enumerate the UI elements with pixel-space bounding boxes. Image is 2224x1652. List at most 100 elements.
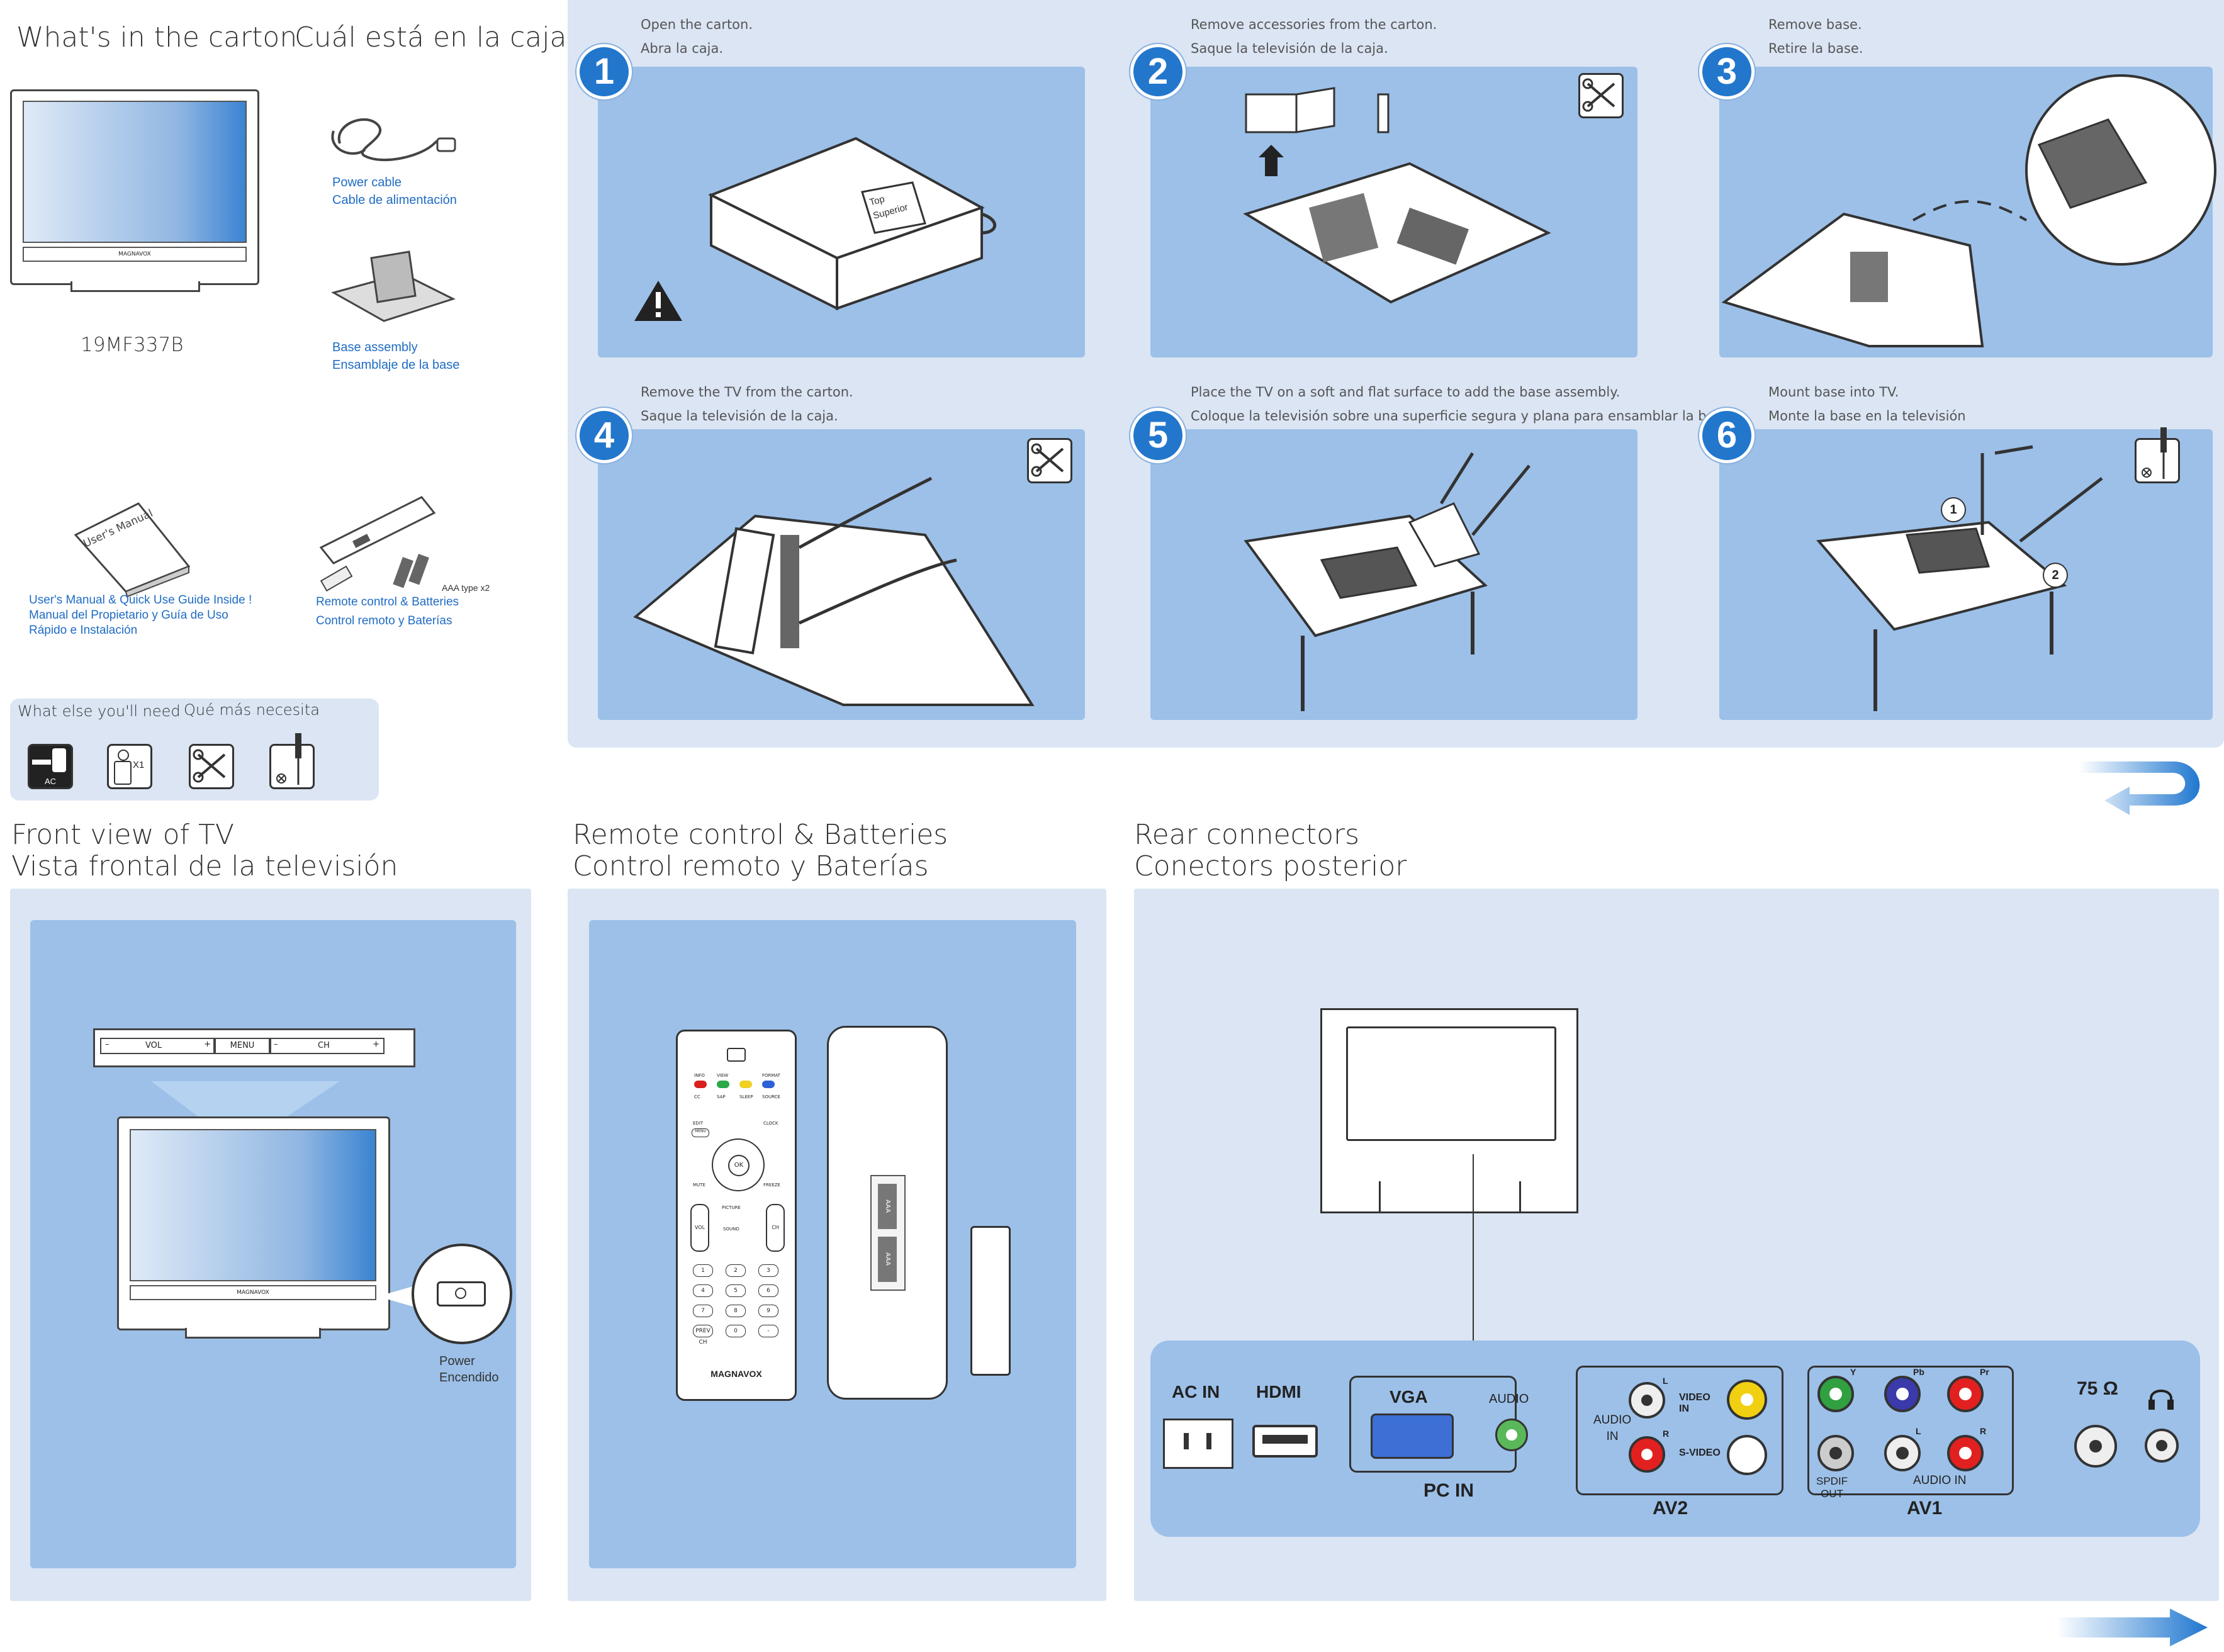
- hdmi-port[interactable]: [1252, 1425, 1318, 1458]
- ch-control[interactable]: – CH +: [269, 1038, 385, 1054]
- edit-label: EDIT: [693, 1121, 704, 1126]
- vol-rocker[interactable]: VOL: [690, 1204, 709, 1252]
- headphone-port[interactable]: [2145, 1429, 2179, 1463]
- step1-number: 1: [576, 44, 632, 99]
- step2-caption: Remove accessories from the carton.Saque…: [1191, 17, 1437, 56]
- step2-accessories-illustration: [1243, 87, 1551, 304]
- av2-l-label: L: [1663, 1376, 1668, 1386]
- return-arrow-icon: [2079, 761, 2200, 815]
- battery-2: AAA: [878, 1237, 897, 1282]
- av1-y-port[interactable]: [1817, 1376, 1854, 1412]
- pc-in-label: PC IN: [1424, 1480, 1474, 1501]
- power-button-zoom: [412, 1244, 512, 1344]
- digit-button[interactable]: 4: [693, 1284, 713, 1297]
- av1-audio-r-port[interactable]: [1947, 1435, 1984, 1471]
- blue-button[interactable]: [762, 1081, 775, 1088]
- ac-in-port[interactable]: [1163, 1419, 1233, 1469]
- av2-video-port[interactable]: [1727, 1379, 1767, 1420]
- freeze-label: FREEZE: [763, 1183, 780, 1188]
- av2-audio-r-port[interactable]: [1629, 1436, 1665, 1473]
- scissors-icon: [1027, 438, 1072, 483]
- ch-rocker[interactable]: CH: [766, 1204, 785, 1252]
- digit-button[interactable]: 9: [758, 1305, 778, 1317]
- digit-button[interactable]: 5: [726, 1284, 746, 1297]
- carton-title-en: What's in the carton: [16, 21, 298, 53]
- remote-power-button[interactable]: [727, 1048, 746, 1062]
- connector-leader-line: [1473, 1154, 1474, 1340]
- step1-carton-illustration: [708, 137, 997, 311]
- step6-number: 6: [1699, 408, 1755, 463]
- antenna-port[interactable]: [2074, 1425, 2117, 1468]
- menu-button[interactable]: MENU: [213, 1038, 271, 1054]
- next-arrow-icon: [2057, 1609, 2208, 1646]
- power-icon: [455, 1288, 466, 1299]
- av1-l-label: L: [1916, 1426, 1921, 1436]
- y-label: Y: [1850, 1367, 1856, 1377]
- mute-label: MUTE: [693, 1183, 705, 1188]
- remote-menu-button[interactable]: MENU: [692, 1128, 709, 1137]
- ac-in-label: AC IN: [1172, 1382, 1220, 1402]
- av2-r-label: R: [1663, 1429, 1670, 1439]
- step4-caption: Remove the TV from the carton.Saque la t…: [641, 385, 853, 424]
- headphone-icon: [2148, 1390, 2174, 1410]
- person-icon: X1: [107, 744, 152, 789]
- ok-button[interactable]: OK: [728, 1155, 750, 1176]
- digit-button[interactable]: PREV CH: [693, 1325, 713, 1346]
- red-button[interactable]: [694, 1081, 707, 1088]
- digit-button[interactable]: 8: [726, 1305, 746, 1317]
- av1-pb-port[interactable]: [1884, 1376, 1921, 1412]
- carton-title-es: Cuál está en la caja: [295, 21, 567, 53]
- step1-caption: Open the carton.Abra la caja.: [641, 17, 753, 56]
- vol-control[interactable]: – VOL +: [100, 1038, 216, 1054]
- screwdriver-icon: [2135, 427, 2180, 483]
- av1-audio-l-port[interactable]: [1884, 1435, 1921, 1471]
- digit-button[interactable]: 0: [726, 1325, 746, 1337]
- step5-place-tv-illustration: [1244, 452, 1530, 711]
- digit-button[interactable]: 7: [693, 1305, 713, 1317]
- what-else-es: Qué más necesita: [184, 701, 320, 719]
- digit-button[interactable]: -: [758, 1325, 778, 1337]
- green-button[interactable]: [717, 1081, 729, 1088]
- step2-number: 2: [1130, 44, 1186, 99]
- ac-outlet-icon: AC: [28, 744, 73, 789]
- scissors-icon: [1578, 73, 1624, 118]
- av2-audio-l-port[interactable]: [1629, 1382, 1665, 1419]
- control-strip-projection: [151, 1081, 340, 1119]
- ohm-label: 75 Ω: [2077, 1378, 2118, 1399]
- spdif-port[interactable]: [1817, 1435, 1854, 1471]
- power-button[interactable]: [437, 1281, 486, 1306]
- tv-brand-strip: MAGNAVOX: [23, 247, 247, 262]
- step6-callout-2: 2: [2043, 563, 2068, 588]
- digit-button[interactable]: 2: [726, 1264, 746, 1277]
- step5-caption: Place the TV on a soft and flat surface …: [1191, 385, 1734, 424]
- av1-pr-port[interactable]: [1947, 1376, 1984, 1412]
- hdmi-label: HDMI: [1256, 1382, 1301, 1402]
- av1-group: [1807, 1366, 2014, 1495]
- digit-button[interactable]: 3: [758, 1264, 778, 1277]
- svideo-port[interactable]: [1727, 1435, 1767, 1475]
- warning-icon: [634, 281, 682, 321]
- pc-audio-port[interactable]: [1495, 1419, 1528, 1451]
- clock-label: CLOCK: [763, 1121, 778, 1126]
- digit-button[interactable]: 6: [758, 1284, 778, 1297]
- av2-label: AV2: [1653, 1498, 1688, 1519]
- step6-callout-1: 1: [1941, 497, 1966, 522]
- step6-mount-base-illustration: [1816, 445, 2103, 711]
- vga-port[interactable]: [1371, 1413, 1454, 1459]
- av2-group: [1576, 1366, 1783, 1495]
- tv-illustration: MAGNAVOX: [10, 89, 259, 292]
- front-tv-illustration: MAGNAVOX: [117, 1116, 390, 1339]
- dpad[interactable]: OK: [712, 1138, 765, 1191]
- manual-label: User's Manual & Quick Use Guide Inside !…: [29, 593, 252, 637]
- digit-button[interactable]: 1: [693, 1264, 713, 1277]
- av1-label: AV1: [1907, 1498, 1943, 1519]
- yellow-button[interactable]: [739, 1081, 752, 1088]
